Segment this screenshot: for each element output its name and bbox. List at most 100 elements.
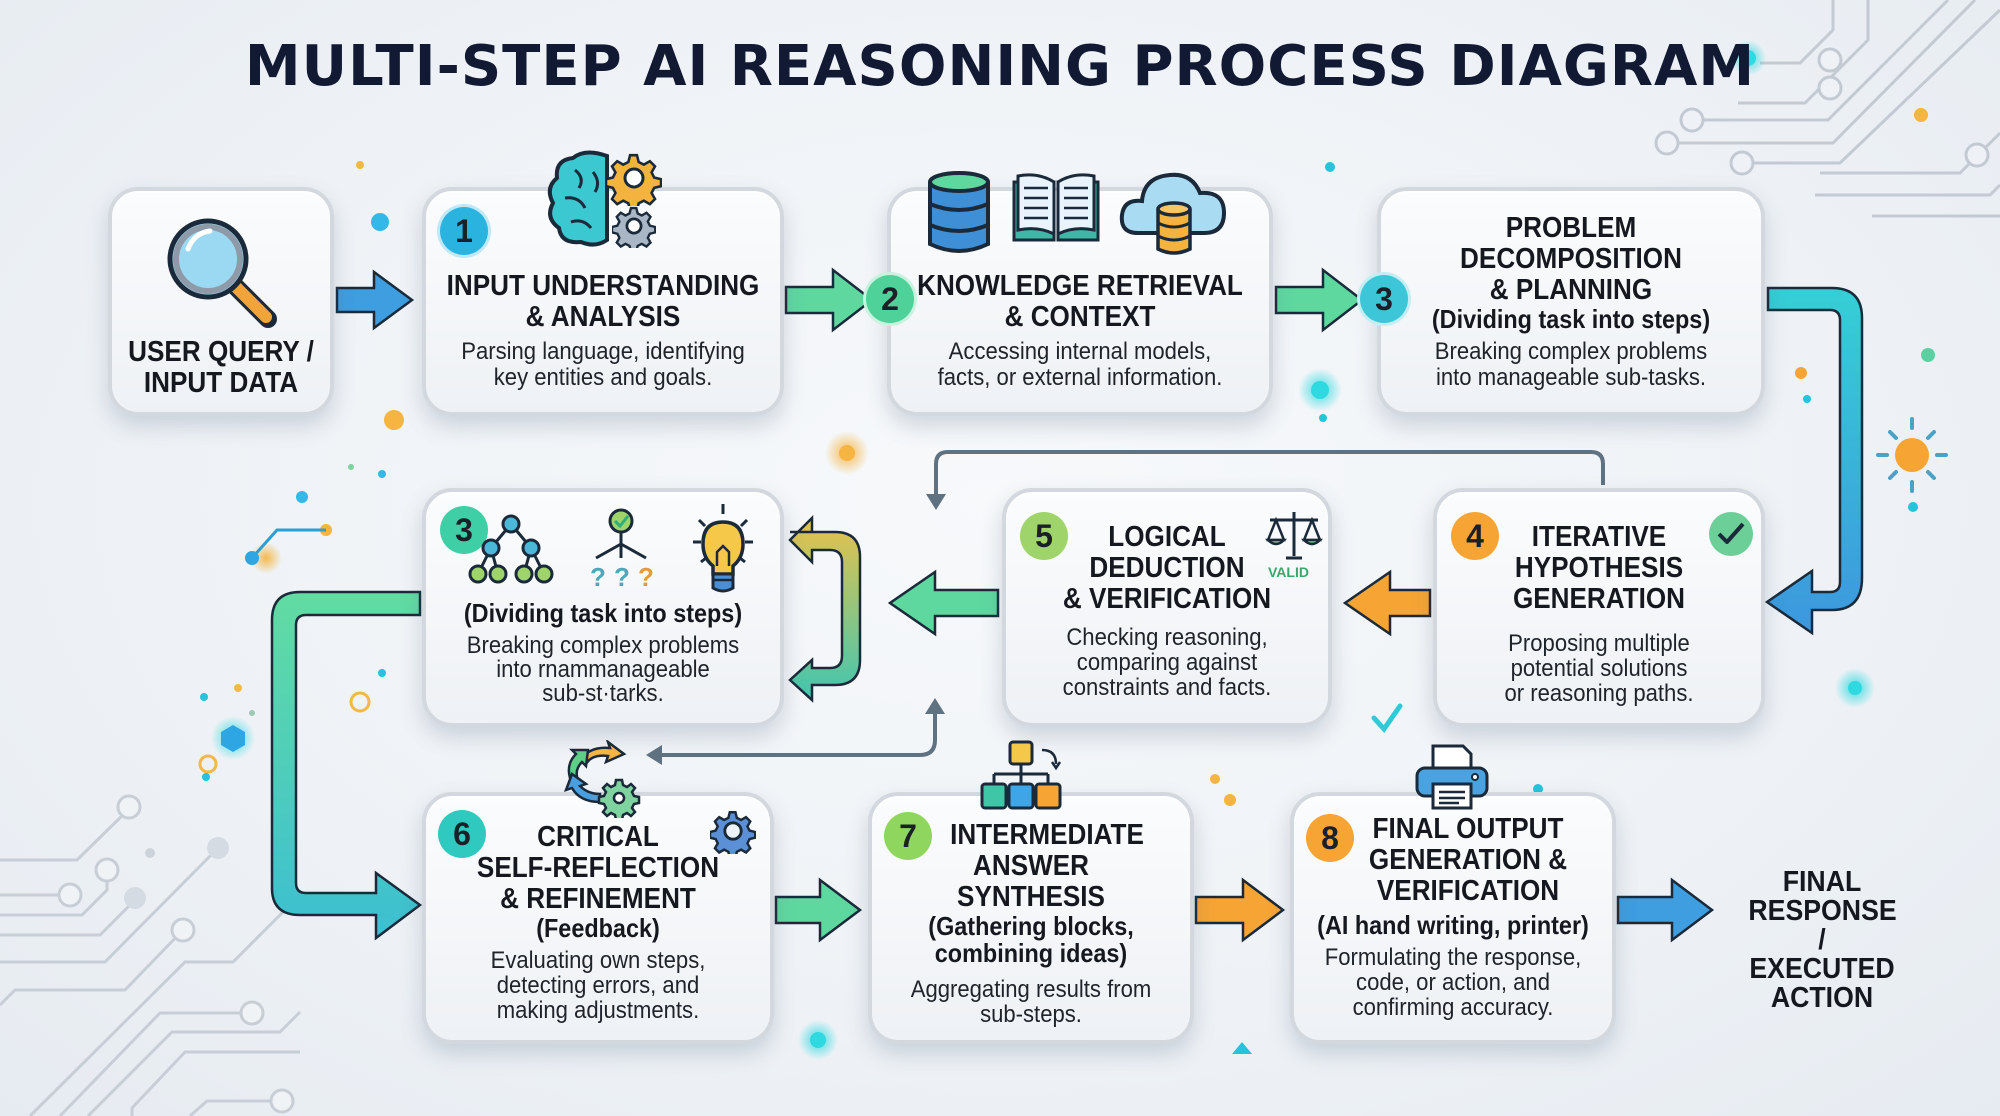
step-title: & REFINEMENT bbox=[500, 883, 696, 915]
svg-text:?: ? bbox=[638, 562, 654, 590]
step-description: potential solutions bbox=[1510, 655, 1688, 682]
step-badge: 1 bbox=[440, 207, 488, 255]
step-8-card: 8 FINAL OUTPUT GENERATION & VERIFICATION… bbox=[1290, 792, 1616, 1044]
step-title: GENERATION bbox=[1512, 583, 1686, 615]
step-description: facts, or external information. bbox=[937, 364, 1223, 391]
step-description: Accessing internal models, bbox=[948, 338, 1212, 365]
step-title: SELF-REFLECTION bbox=[476, 852, 720, 884]
svg-text:?: ? bbox=[590, 562, 606, 590]
step-title: VERIFICATION bbox=[1376, 875, 1560, 907]
step-description: comparing against bbox=[1076, 649, 1258, 676]
step-description: sub-st·tarks. bbox=[542, 680, 664, 707]
step-title: DEDUCTION bbox=[1089, 552, 1245, 584]
input-node-label-1: USER QUERY / bbox=[128, 336, 314, 368]
step-title: CRITICAL bbox=[537, 821, 659, 853]
magnifying-glass-icon bbox=[167, 218, 277, 328]
step-description: Breaking complex problems bbox=[466, 632, 740, 659]
feedback-loop-bottom bbox=[646, 698, 945, 765]
step-4-card: 4 ITERATIVE HYPOTHESIS GENERATION Propos… bbox=[1433, 488, 1765, 727]
svg-text:?: ? bbox=[614, 562, 630, 590]
step-title: INPUT UNDERSTANDING bbox=[446, 270, 760, 302]
step-badge: 6 bbox=[438, 810, 486, 858]
step-description: or reasoning paths. bbox=[1504, 680, 1694, 707]
step-subtitle: (Gathering blocks, bbox=[928, 911, 1134, 941]
step-title: ANSWER bbox=[972, 850, 1089, 882]
step-title: & PLANNING bbox=[1489, 274, 1653, 306]
step-title: PROBLEM bbox=[1505, 212, 1637, 244]
step-description: Checking reasoning, bbox=[1066, 624, 1268, 651]
step-description: Proposing multiple bbox=[1508, 630, 1690, 657]
feedback-loop-top bbox=[926, 450, 1605, 510]
arrow-step3b-to-step6 bbox=[270, 590, 423, 941]
step-description: Breaking complex problems bbox=[1434, 338, 1708, 365]
step-title: LOGICAL bbox=[1108, 521, 1226, 553]
decision-branch-icon: ? ? ? bbox=[590, 508, 654, 590]
step-description: detecting errors, and bbox=[496, 972, 700, 999]
output-label: EXECUTED bbox=[1749, 953, 1895, 985]
step-title: FINAL OUTPUT bbox=[1372, 813, 1564, 845]
step-subtitle: combining ideas) bbox=[934, 938, 1128, 968]
step-title: SYNTHESIS bbox=[957, 881, 1105, 913]
step-title: & ANALYSIS bbox=[525, 301, 681, 333]
step-badge: 5 bbox=[1020, 512, 1068, 560]
step-title: HYPOTHESIS bbox=[1514, 552, 1684, 584]
gear-icon bbox=[606, 153, 662, 206]
step-description: Evaluating own steps, bbox=[490, 947, 706, 974]
output-label: ACTION bbox=[1770, 982, 1874, 1014]
blocks-hierarchy-icon bbox=[980, 740, 1062, 810]
step-badge: 8 bbox=[1306, 814, 1354, 862]
database-icon bbox=[928, 171, 990, 253]
step-3b-card: 3 (Dividing task into steps) Breaking co… bbox=[422, 488, 784, 727]
checkmark-circle-icon bbox=[1709, 512, 1753, 556]
sun-icon bbox=[1876, 417, 1948, 493]
arrow-step1-to-step2 bbox=[784, 267, 875, 333]
step-description: Aggregating results from bbox=[910, 976, 1152, 1003]
step-title: & CONTEXT bbox=[1004, 301, 1156, 333]
refresh-cycle-icon bbox=[563, 740, 641, 818]
step-subtitle: (Dividing task into steps) bbox=[1431, 304, 1711, 334]
step-title: GENERATION & bbox=[1368, 844, 1568, 876]
step-description: Parsing language, identifying bbox=[461, 338, 745, 365]
output-node: FINAL RESPONSE / EXECUTED ACTION bbox=[1748, 866, 1896, 1014]
step-description: Formulating the response, bbox=[1324, 944, 1582, 971]
diagram-title: MULTI-STEP AI REASONING PROCESS DIAGRAM bbox=[244, 34, 1756, 99]
step-description: code, or action, and bbox=[1356, 969, 1550, 996]
step-6-card: 6 CRITICAL SELF-REFLECTION & REFINEMENT … bbox=[422, 792, 774, 1044]
arrow-input-to-step1 bbox=[335, 269, 415, 331]
step-description: constraints and facts. bbox=[1062, 674, 1272, 701]
step-badge: 3 bbox=[440, 506, 488, 554]
step-7-card: 7 INTERMEDIATE ANSWER SYNTHESIS (Gatheri… bbox=[868, 792, 1194, 1044]
step-title: ITERATIVE bbox=[1531, 521, 1667, 553]
step-3-card: PROBLEM DECOMPOSITION & PLANNING (Dividi… bbox=[1377, 187, 1765, 416]
step-description: sub-steps. bbox=[980, 1001, 1082, 1028]
arrow-step7-to-step8 bbox=[1194, 877, 1286, 943]
arrow-step5-to-step3b bbox=[887, 569, 1000, 637]
arrow-step4-to-step5 bbox=[1342, 569, 1432, 637]
arrow-step8-to-output bbox=[1616, 877, 1715, 943]
step-description: into manageable sub-tasks. bbox=[1435, 364, 1707, 391]
step-subtitle: (Dividing task into steps) bbox=[463, 598, 743, 628]
step-badge: 3 bbox=[1360, 275, 1408, 323]
step-title: INTERMEDIATE bbox=[950, 819, 1144, 851]
circuit-decoration-top-right bbox=[1654, 0, 2000, 218]
arrow-step2-to-step3 bbox=[1274, 267, 1365, 333]
step-subtitle: (AI hand writing, printer) bbox=[1317, 910, 1589, 940]
step-description: making adjustments. bbox=[496, 997, 700, 1024]
input-node-label-2: INPUT DATA bbox=[143, 367, 299, 399]
cloud-database-icon bbox=[1119, 172, 1227, 255]
circuit-decoration-bottom-left bbox=[0, 794, 302, 1116]
step-description: confirming accuracy. bbox=[1352, 994, 1554, 1021]
valid-tag: VALID bbox=[1268, 564, 1309, 580]
step-title: KNOWLEDGE RETRIEVAL bbox=[917, 270, 1243, 302]
output-label: FINAL bbox=[1782, 866, 1862, 898]
step-title: DECOMPOSITION bbox=[1460, 243, 1682, 275]
step-badge: 4 bbox=[1451, 512, 1499, 560]
step-5-card: 5 LOGICAL DEDUCTION & VERIFICATION Check… bbox=[1002, 488, 1332, 727]
lightbulb-icon bbox=[693, 504, 753, 593]
brain-icon bbox=[547, 150, 609, 247]
step-badge: 7 bbox=[884, 812, 932, 860]
gear-icon bbox=[710, 811, 756, 854]
printer-icon bbox=[1415, 744, 1489, 810]
balance-scale-icon bbox=[1264, 512, 1324, 560]
step-subtitle: (Feedback) bbox=[536, 913, 660, 943]
